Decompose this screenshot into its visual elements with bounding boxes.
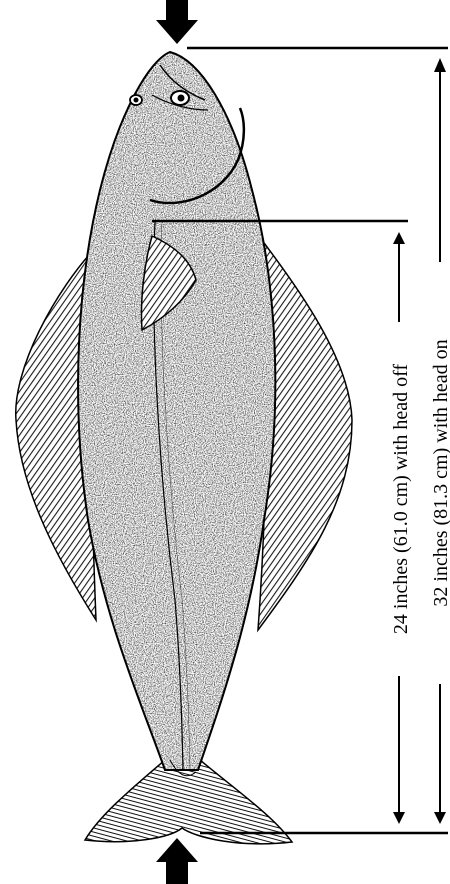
top-arrow xyxy=(156,0,198,44)
bottom-arrow xyxy=(156,838,198,884)
head-on-label: 32 inches (81.3 cm) with head on xyxy=(430,339,450,606)
head-off-label: 24 inches (61.0 cm) with head off xyxy=(390,364,412,634)
halibut-icon xyxy=(16,40,352,844)
tail-fin xyxy=(85,760,292,844)
head-off-dimension: 24 inches (61.0 cm) with head off xyxy=(390,232,412,824)
head-on-dimension: 32 inches (81.3 cm) with head on xyxy=(430,58,450,824)
